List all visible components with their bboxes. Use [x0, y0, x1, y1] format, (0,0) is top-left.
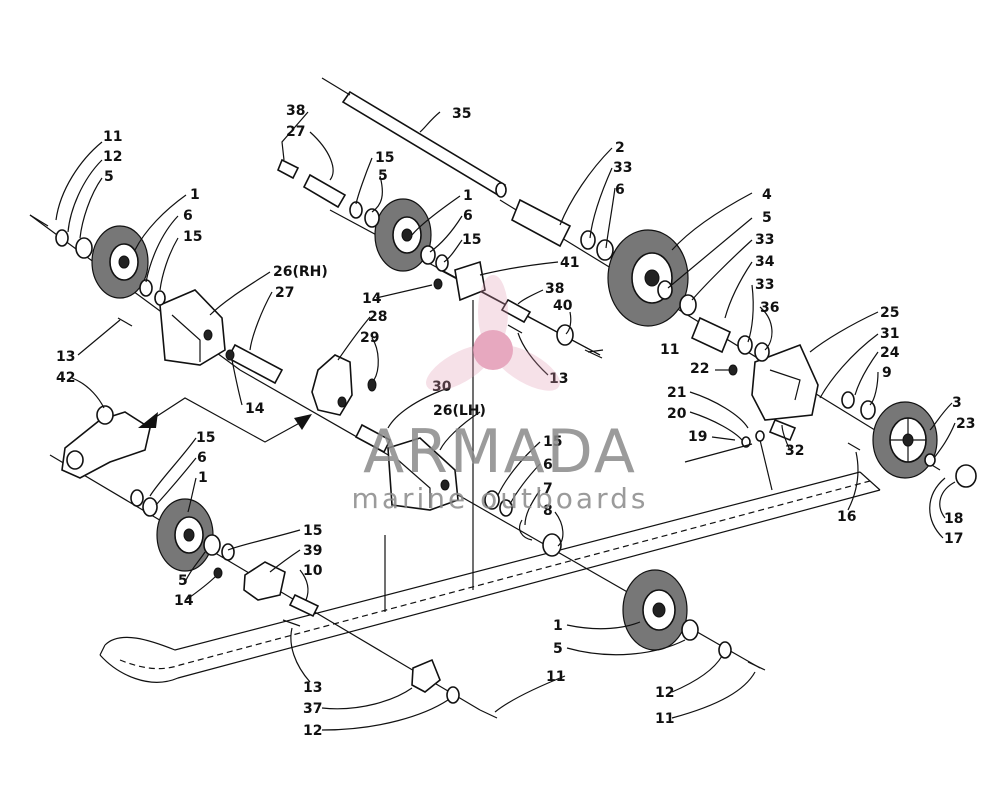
label-15: 15	[462, 232, 481, 248]
watermark-tagline: marine outboards	[352, 482, 649, 515]
label-12: 12	[303, 723, 322, 739]
label-16: 16	[837, 509, 856, 525]
label-13: 13	[303, 680, 322, 696]
wheel-top-right	[607, 229, 689, 327]
wheel-top-center	[374, 198, 432, 272]
label-23: 23	[956, 416, 975, 432]
label-8: 8	[543, 503, 553, 519]
watermark-brand: ARMADA	[363, 417, 637, 487]
label-32: 32	[785, 443, 804, 459]
label-5: 5	[553, 641, 563, 657]
label-6: 6	[183, 208, 193, 224]
label-15: 15	[375, 150, 394, 166]
label-24: 24	[880, 345, 900, 361]
label-7: 7	[543, 481, 553, 497]
label-14: 14	[362, 291, 382, 307]
label-15: 15	[196, 430, 215, 446]
label-40: 40	[553, 298, 573, 314]
label-33: 33	[755, 232, 774, 248]
spacers	[226, 158, 797, 618]
washers	[55, 201, 977, 704]
label-33: 33	[613, 160, 632, 176]
label-37: 37	[303, 701, 322, 717]
arm-42	[61, 405, 151, 479]
label-38: 38	[286, 103, 305, 119]
label-39: 39	[303, 543, 322, 559]
bracket-26-lh	[387, 437, 459, 511]
label-35: 35	[452, 106, 471, 122]
bracket-26-rh	[159, 289, 226, 366]
label-27: 27	[286, 124, 305, 140]
watermark: ARMADA marine outboards	[352, 275, 649, 515]
wheel-left-lower	[156, 498, 214, 572]
wheel-top-left	[91, 225, 149, 299]
label-15: 15	[543, 434, 562, 450]
direction-arrow	[138, 397, 312, 443]
label-11: 11	[655, 711, 674, 727]
label-9: 9	[882, 365, 892, 381]
label-19: 19	[688, 429, 707, 445]
label-27: 27	[275, 285, 294, 301]
label-25: 25	[880, 305, 899, 321]
label-11: 11	[546, 669, 565, 685]
label-6: 6	[615, 182, 625, 198]
label-1: 1	[190, 187, 200, 203]
leader-lines	[55, 111, 956, 731]
label-38: 38	[545, 281, 564, 297]
label-11: 11	[103, 129, 122, 145]
label-5: 5	[762, 210, 772, 226]
label-14: 14	[174, 593, 194, 609]
label-13: 13	[549, 371, 568, 387]
label-17: 17	[944, 531, 963, 547]
label-30: 30	[432, 379, 452, 395]
label-3: 3	[952, 395, 962, 411]
label-6: 6	[197, 450, 207, 466]
label-5: 5	[178, 573, 188, 589]
bolts	[29, 214, 861, 719]
bracket-41	[454, 260, 486, 302]
label-28: 28	[368, 309, 387, 325]
label-6: 6	[463, 208, 473, 224]
propeller-logo-icon	[426, 275, 560, 391]
label-5: 5	[378, 168, 388, 184]
label-21: 21	[667, 385, 686, 401]
label-15: 15	[183, 229, 202, 245]
label-2: 2	[615, 140, 625, 156]
label-1: 1	[553, 618, 563, 634]
label-12: 12	[103, 149, 122, 165]
arm-28	[311, 354, 353, 416]
label-5: 5	[104, 169, 114, 185]
label-41: 41	[560, 255, 579, 271]
label-15: 15	[303, 523, 322, 539]
label-18: 18	[944, 511, 963, 527]
label-36: 36	[760, 300, 779, 316]
label-14: 14	[245, 401, 265, 417]
label-13: 13	[56, 349, 75, 365]
label-26-rh: 26(RH)	[273, 264, 328, 280]
bracket-37	[411, 658, 441, 693]
label-33: 33	[755, 277, 774, 293]
label-1: 1	[198, 470, 208, 486]
label-11: 11	[660, 342, 679, 358]
label-6: 6	[543, 457, 553, 473]
wheel-right-spoked	[872, 401, 938, 479]
label-1: 1	[463, 188, 473, 204]
wheel-bottom-right	[622, 569, 688, 651]
block-39	[243, 561, 286, 601]
axle-35	[321, 77, 507, 198]
label-34: 34	[755, 254, 775, 270]
label-29: 29	[360, 330, 379, 346]
label-42: 42	[56, 370, 75, 386]
slide-rail	[99, 471, 881, 683]
bracket-25	[751, 343, 819, 421]
label-20: 20	[667, 406, 687, 422]
label-22: 22	[690, 361, 709, 377]
label-4: 4	[762, 187, 772, 203]
label-10: 10	[303, 563, 323, 579]
label-31: 31	[880, 326, 899, 342]
label-12: 12	[655, 685, 674, 701]
part-labels: 11 12 5 1 6 15 13 42 26(RH) 27 14 38 27 …	[56, 103, 975, 739]
label-26-lh: 26(LH)	[433, 403, 486, 419]
